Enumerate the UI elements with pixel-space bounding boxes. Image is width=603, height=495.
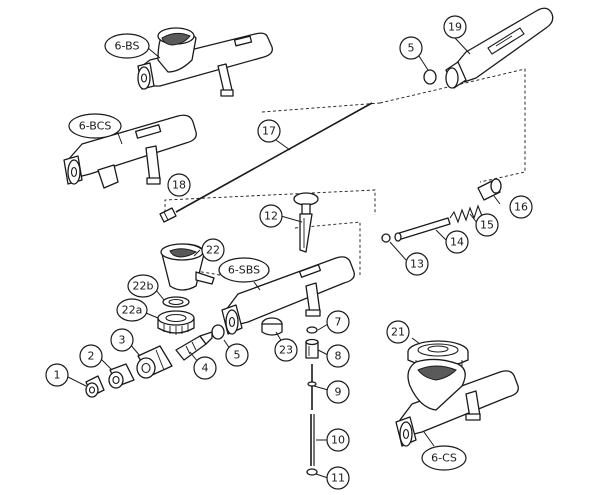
part-14-needle-tube <box>394 217 451 242</box>
callout-9: 9 <box>326 380 350 404</box>
callout-2-label: 2 <box>88 350 95 363</box>
callout-13: 13 <box>405 252 429 276</box>
part-22-color-cup <box>160 243 215 291</box>
part-3-head <box>136 345 173 379</box>
callout-21-label: 21 <box>391 326 405 339</box>
part-2-nozzle-cap <box>108 363 135 389</box>
callout-19-label: 19 <box>448 21 462 34</box>
callout-10: 10 <box>326 428 350 452</box>
callout-10-label: 10 <box>331 434 345 447</box>
callout-6-sbs: 6-SBS <box>218 257 270 283</box>
callout-3-label: 3 <box>119 334 126 347</box>
part-11-valve-washer <box>306 468 318 476</box>
callout-6-bs-label: 6-BS <box>115 40 140 53</box>
callout-5-upper-label: 5 <box>408 42 415 55</box>
callout-21: 21 <box>386 320 410 344</box>
callout-6-bcs-label: 6-BCS <box>79 120 112 133</box>
airbrush-body-6-bs <box>137 27 273 97</box>
callout-9-label: 9 <box>335 386 342 399</box>
callout-11-label: 11 <box>331 472 345 485</box>
callout-2: 2 <box>79 344 103 368</box>
part-12-trigger <box>293 192 319 253</box>
part-17-needle <box>175 102 373 213</box>
callout-14-label: 14 <box>450 236 464 249</box>
callout-6-cs: 6-CS <box>421 445 467 471</box>
callout-15-label: 15 <box>480 219 494 232</box>
callout-11: 11 <box>326 466 350 490</box>
callout-22a-label: 22a <box>122 304 143 317</box>
airbrush-body-6-sbs <box>221 256 355 335</box>
callout-22-label: 22 <box>206 244 220 257</box>
callout-16: 16 <box>509 195 533 219</box>
callout-13-label: 13 <box>410 258 424 271</box>
callout-17: 17 <box>257 119 281 143</box>
part-9-valve-piston <box>307 364 317 410</box>
callout-23-label: 23 <box>279 344 293 357</box>
callout-6-sbs-label: 6-SBS <box>228 264 260 277</box>
callout-14: 14 <box>445 230 469 254</box>
callout-15: 15 <box>475 213 499 237</box>
part-19-handle <box>445 7 554 89</box>
callout-22b-label: 22b <box>133 280 154 293</box>
callout-22: 22 <box>201 238 225 262</box>
callout-6-bs: 6-BS <box>104 33 150 59</box>
part-13-small-nut <box>381 233 391 243</box>
part-1-needle-cap <box>85 375 105 398</box>
callout-18-label: 18 <box>172 179 186 192</box>
callout-4-label: 4 <box>202 362 209 375</box>
callout-8: 8 <box>326 344 350 368</box>
callout-5-upper: 5 <box>399 36 423 60</box>
callout-3: 3 <box>110 328 134 352</box>
callout-5-lower: 5 <box>225 343 249 367</box>
part-23-valve-nut <box>261 317 283 336</box>
part-18-small-nut <box>159 207 177 223</box>
callout-17-label: 17 <box>262 125 276 138</box>
callout-19: 19 <box>443 15 467 39</box>
callout-6-cs-label: 6-CS <box>431 452 457 465</box>
callout-22a: 22a <box>116 298 148 322</box>
callout-1-label: 1 <box>54 369 61 382</box>
callout-18: 18 <box>167 173 191 197</box>
callout-8-label: 8 <box>335 350 342 363</box>
part-5-o-ring-lower <box>211 324 225 340</box>
part-8-valve-body <box>305 338 319 359</box>
airbrush-body-6-bcs <box>63 114 197 189</box>
callout-7-label: 7 <box>335 316 342 329</box>
airbrush-body-6-cs <box>395 358 519 447</box>
callout-6-bcs: 6-BCS <box>68 113 122 139</box>
callout-22b: 22b <box>127 274 159 298</box>
part-5-o-ring-upper <box>423 69 437 85</box>
callout-7: 7 <box>326 310 350 334</box>
part-16-spring-guide <box>477 178 502 201</box>
callout-16-label: 16 <box>514 201 528 214</box>
part-22a-cup-nut <box>157 310 195 335</box>
part-22b-washer <box>162 296 190 308</box>
callout-4: 4 <box>193 356 217 380</box>
part-7-o-ring <box>306 326 318 334</box>
part-10-valve-spring <box>310 414 315 466</box>
callout-23: 23 <box>274 338 298 362</box>
part-4-nozzle <box>175 331 213 361</box>
callout-12-label: 12 <box>264 210 278 223</box>
callout-1: 1 <box>45 363 69 387</box>
callout-5-lower-label: 5 <box>234 349 241 362</box>
callout-12: 12 <box>259 204 283 228</box>
part-15-spring <box>449 204 483 224</box>
